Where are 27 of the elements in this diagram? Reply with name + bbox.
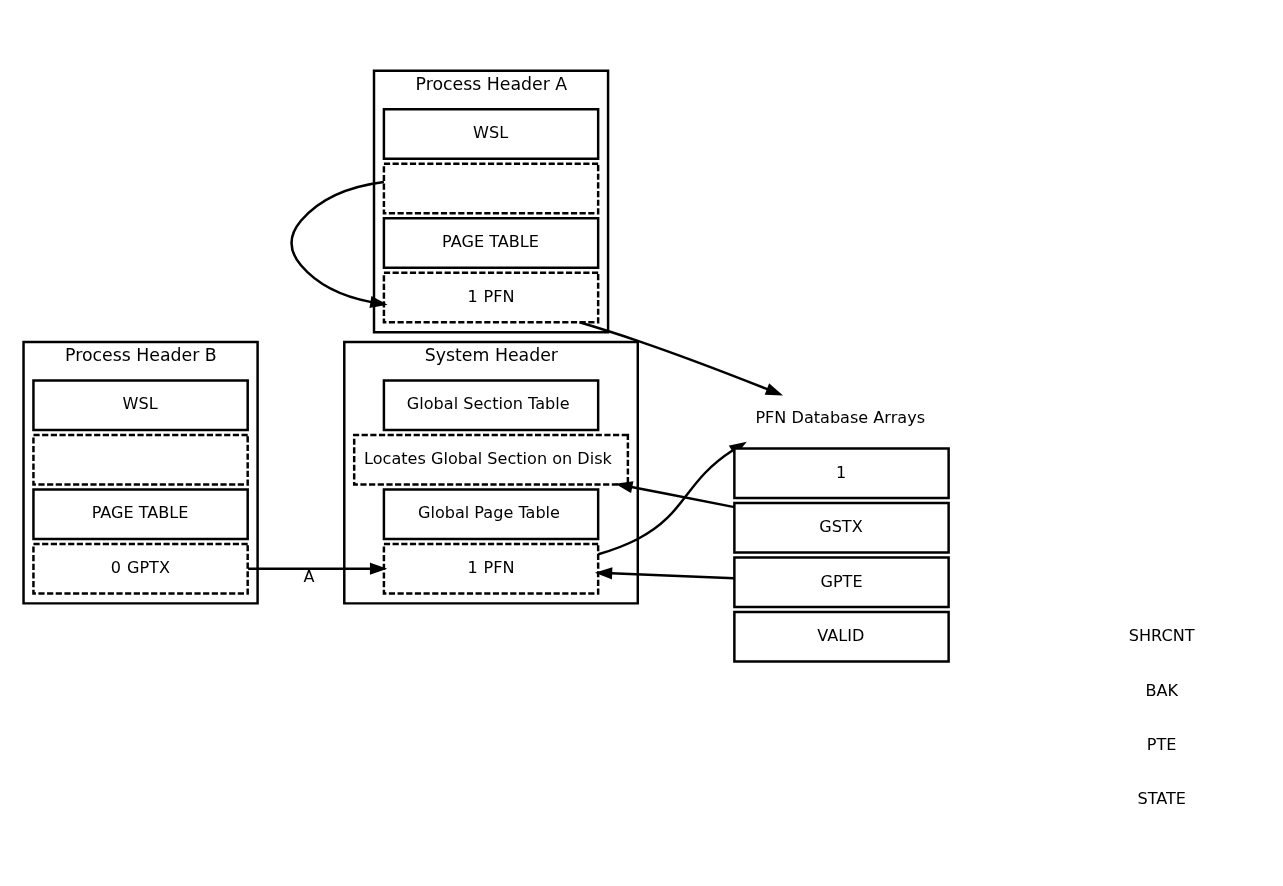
label: PTE (1146, 735, 1177, 754)
node-box: PAGE TABLE (382, 217, 600, 269)
node-box: Global Section Table (382, 379, 600, 432)
arrow (248, 562, 388, 575)
node-text: PFN Database Arrays (755, 408, 926, 428)
label: SHRCNT (1128, 626, 1195, 646)
node-box: Global Page Table (382, 488, 600, 541)
node-box: WSL (382, 108, 600, 161)
edge-label: A (303, 566, 315, 586)
node-box: WSL (32, 379, 249, 432)
label: BAK (1145, 680, 1179, 700)
arrow (615, 481, 735, 509)
node-box: 0 GPTX (32, 542, 249, 595)
arrow (594, 567, 735, 580)
node-box (382, 162, 600, 215)
node-box: GSTX (733, 501, 950, 554)
node-box: PAGE TABLE (32, 488, 249, 541)
node-box: 1 PFN (382, 271, 600, 324)
node-box: VALID (733, 610, 950, 663)
node-box: Locates Global Section on Disk (352, 433, 630, 486)
node-box: GPTE (733, 556, 950, 609)
node-box: 1 (733, 447, 950, 500)
node-box: 1 PFN (382, 542, 600, 595)
arrow (290, 180, 388, 308)
arrow (579, 321, 784, 396)
node-box (32, 433, 249, 486)
label: STATE (1137, 789, 1186, 809)
